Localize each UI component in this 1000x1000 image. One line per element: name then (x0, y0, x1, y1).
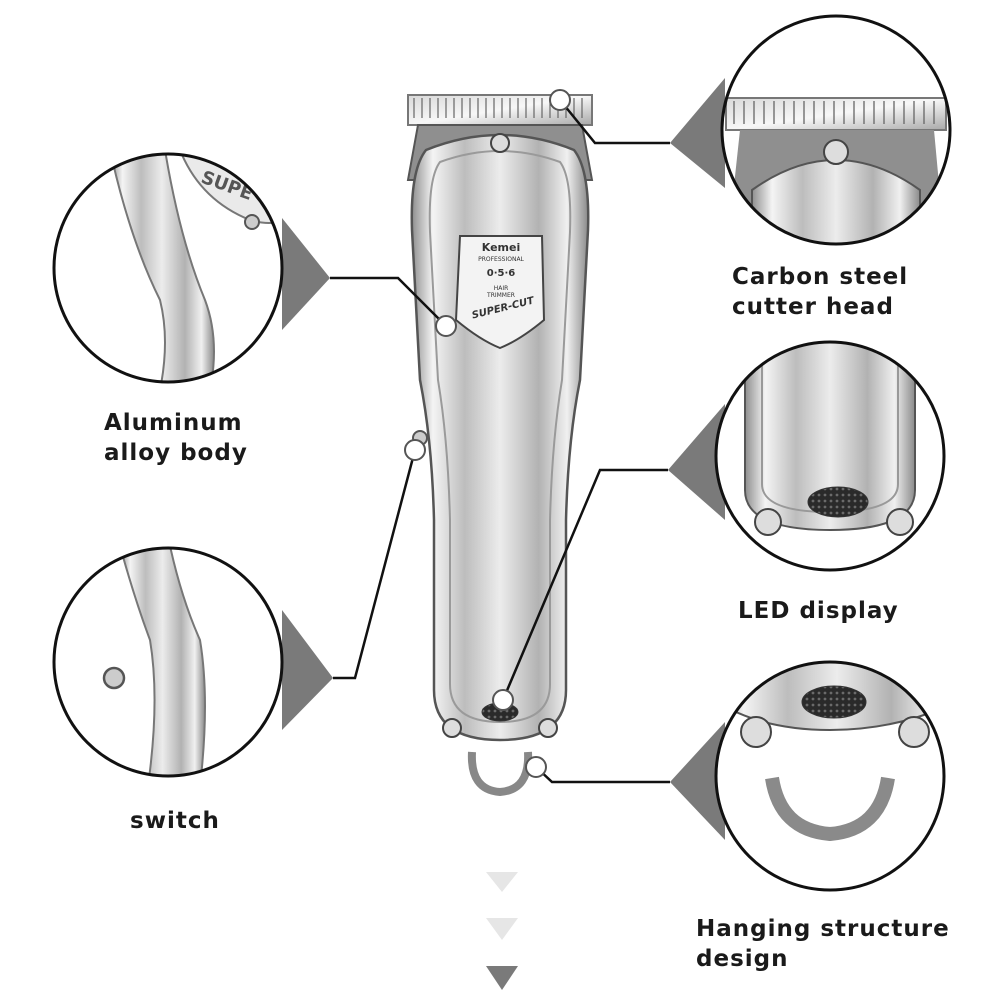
callout-dot-icon (404, 439, 426, 461)
badge-model: 0·5·6 (486, 268, 516, 279)
down-arrow-icon (486, 966, 518, 990)
badge-brand: Kemei (481, 241, 521, 254)
clipper-shell (410, 133, 590, 742)
trimmer-body (406, 94, 594, 797)
screw-icon (442, 718, 462, 738)
down-arrow-icon (486, 918, 518, 940)
callout-dot-icon (492, 689, 514, 711)
zoom-aluminum-body: SUPE (52, 152, 284, 384)
down-arrow-icon (486, 872, 518, 892)
screw-icon (490, 133, 510, 153)
label-led-display: LED display (738, 598, 899, 624)
callout-dot-icon (525, 756, 547, 778)
shell-inner-outline (428, 150, 572, 724)
label-switch: switch (130, 808, 220, 834)
screw-icon (538, 718, 558, 738)
down-arrows (486, 872, 518, 990)
callout-dot-icon (435, 315, 457, 337)
zoom-switch (52, 546, 284, 778)
callout-pointers (282, 78, 725, 840)
zoom-led-display (714, 340, 946, 572)
callout-dots (404, 89, 571, 778)
hanging-ring-icon (467, 751, 533, 797)
brand-badge (454, 235, 546, 350)
zoom-hanging-structure (714, 660, 946, 892)
badge-line: PROFESSIONAL (478, 256, 524, 263)
callout-dot-icon (549, 89, 571, 111)
zoom-cutter-head (720, 14, 952, 246)
